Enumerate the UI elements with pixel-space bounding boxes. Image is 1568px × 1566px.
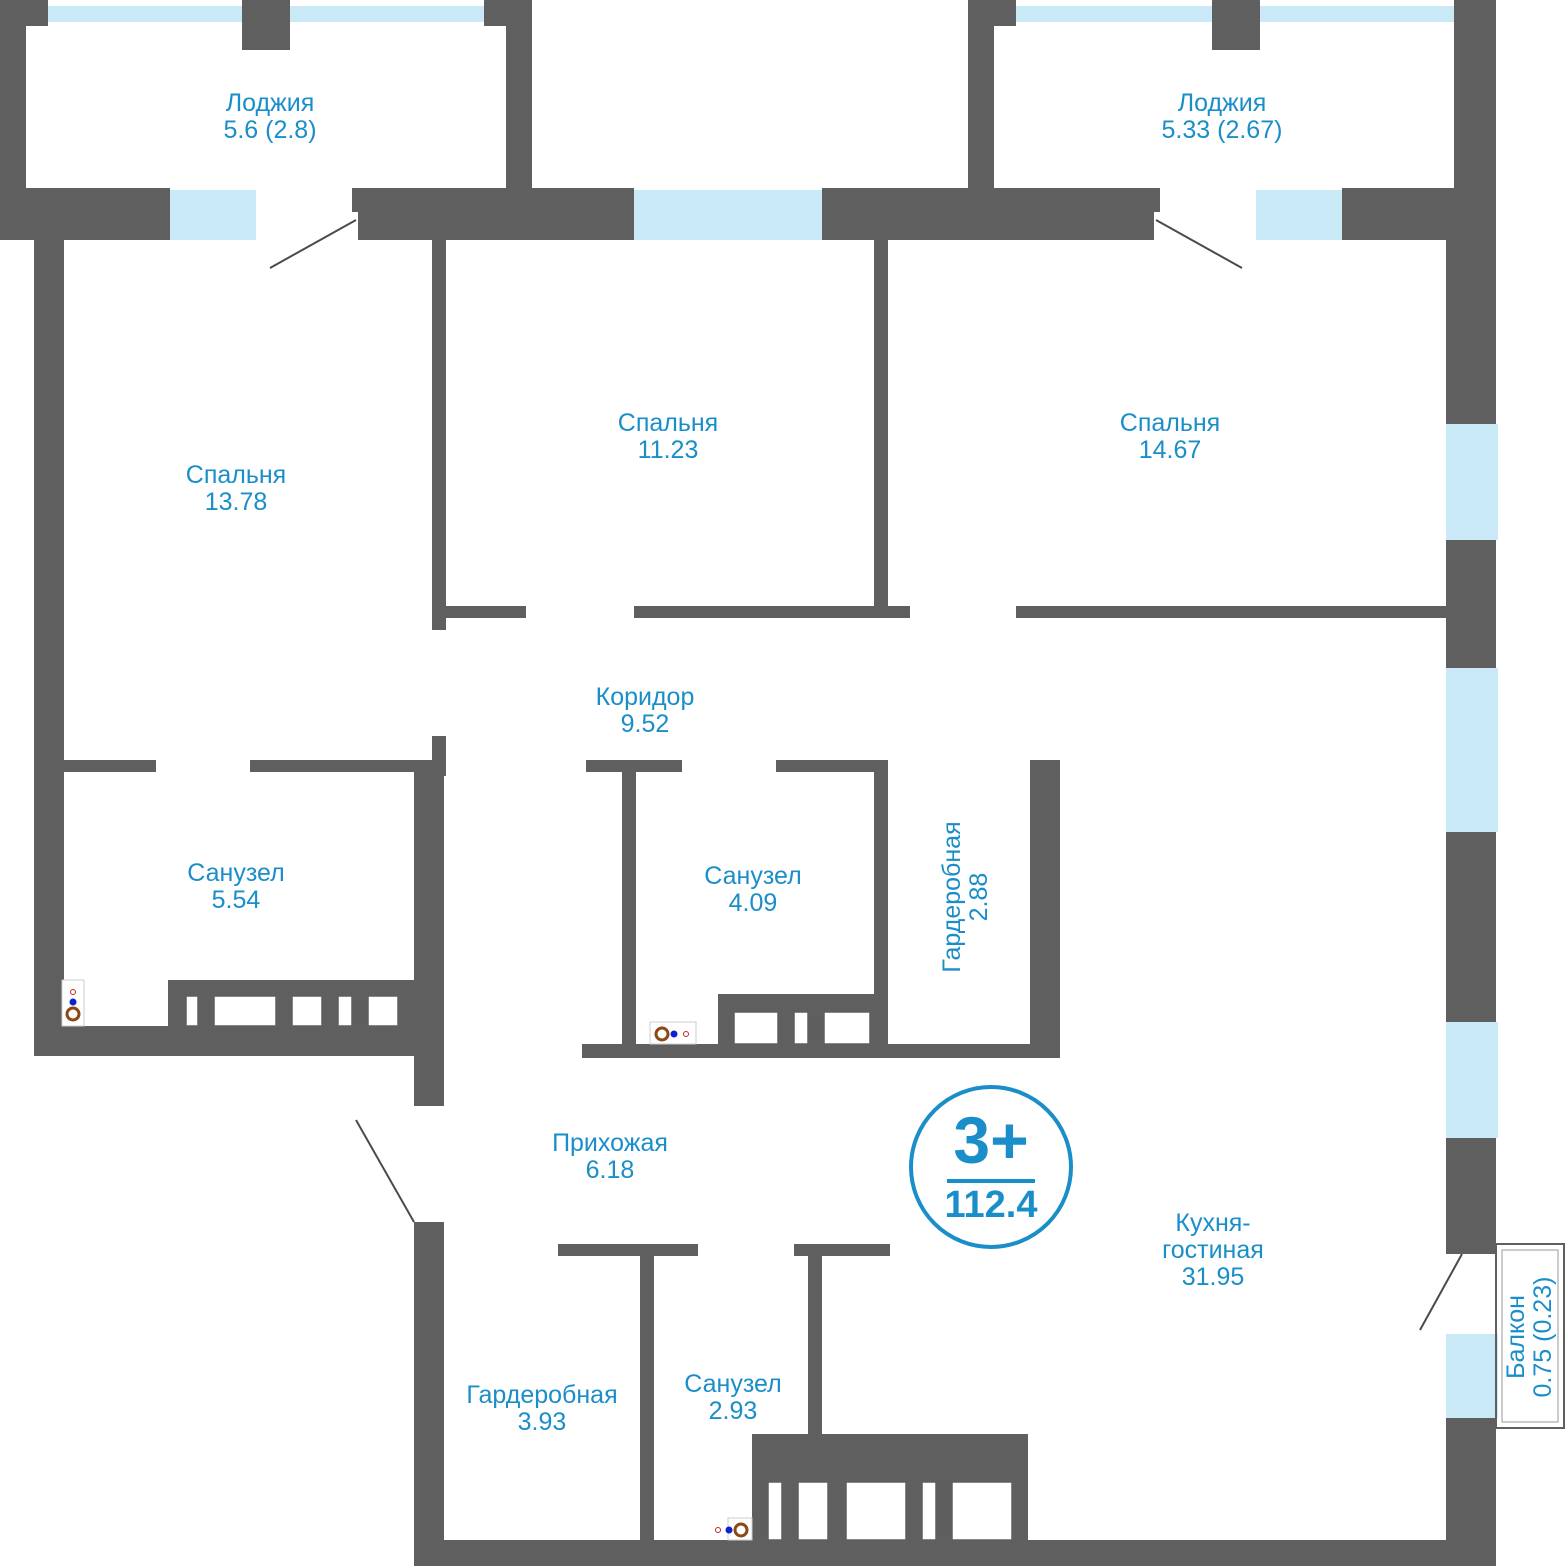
room-area: 6.18: [585, 1156, 635, 1184]
room-label-bedroom-center: Спальня 11.23: [568, 410, 768, 464]
apartment-summary-badge: 3+ 112.4: [909, 1085, 1073, 1249]
room-area: 5.54: [211, 886, 261, 914]
room-name: гостиная: [1162, 1236, 1264, 1264]
room-name: Санузел: [704, 862, 802, 890]
room-area: 2.88: [965, 872, 993, 922]
room-label-balcony: Балкон 0.75 (0.23): [1502, 1237, 1557, 1437]
room-label-bathroom-bottom: Санузел 2.93: [633, 1371, 833, 1425]
room-area: 9.52: [620, 710, 670, 738]
doors: [269, 219, 1463, 1331]
badge-divider: [947, 1179, 1035, 1183]
room-area: 31.95: [1181, 1263, 1245, 1291]
room-area: 3.93: [517, 1408, 567, 1436]
room-name: Спальня: [617, 409, 719, 437]
room-label-hallway: Прихожая 6.18: [510, 1130, 710, 1184]
room-area: 5.33 (2.67): [1161, 116, 1283, 144]
room-area: 14.67: [1138, 436, 1202, 464]
room-label-corridor: Коридор 9.52: [545, 684, 745, 738]
room-area: 2.93: [708, 1397, 758, 1425]
room-name: Прихожая: [552, 1129, 668, 1157]
room-name: Коридор: [595, 683, 695, 711]
room-label-bathroom-center: Санузел 4.09: [653, 863, 853, 917]
room-name: Санузел: [187, 859, 285, 887]
room-name: Спальня: [1119, 409, 1221, 437]
room-label-loggia-right: Лоджия 5.33 (2.67): [1122, 90, 1322, 144]
room-count: 3+: [953, 1103, 1029, 1177]
windows: [48, 6, 1498, 1418]
room-name: Лоджия: [225, 89, 315, 117]
balcony-outline: [1495, 1243, 1565, 1429]
room-label-kitchen-living: Кухня- гостиная 31.95: [1113, 1210, 1313, 1291]
room-area: 13.78: [204, 488, 268, 516]
room-area: 0.75 (0.23): [1529, 1276, 1557, 1398]
room-area: 11.23: [637, 436, 699, 464]
room-label-wardrobe-bottom: Гардеробная 3.93: [442, 1382, 642, 1436]
room-label-bathroom-left: Санузел 5.54: [136, 860, 336, 914]
room-name: Санузел: [684, 1370, 782, 1398]
fixtures: [61, 979, 1013, 1541]
total-area: 112.4: [944, 1184, 1038, 1226]
room-label-bedroom-left: Спальня 13.78: [136, 462, 336, 516]
room-label-loggia-left: Лоджия 5.6 (2.8): [170, 90, 370, 144]
room-name: Балкон: [1502, 1295, 1530, 1379]
room-label-bedroom-right: Спальня 14.67: [1070, 410, 1270, 464]
room-name: Лоджия: [1177, 89, 1267, 117]
room-name: Гардеробная: [938, 821, 966, 973]
room-area: 5.6 (2.8): [223, 116, 317, 144]
room-area: 4.09: [728, 889, 778, 917]
room-name: Спальня: [185, 461, 287, 489]
room-name: Кухня-: [1175, 1209, 1251, 1237]
room-label-wardrobe-center: Гардеробная 2.88: [938, 797, 993, 997]
room-name: Гардеробная: [466, 1381, 618, 1409]
